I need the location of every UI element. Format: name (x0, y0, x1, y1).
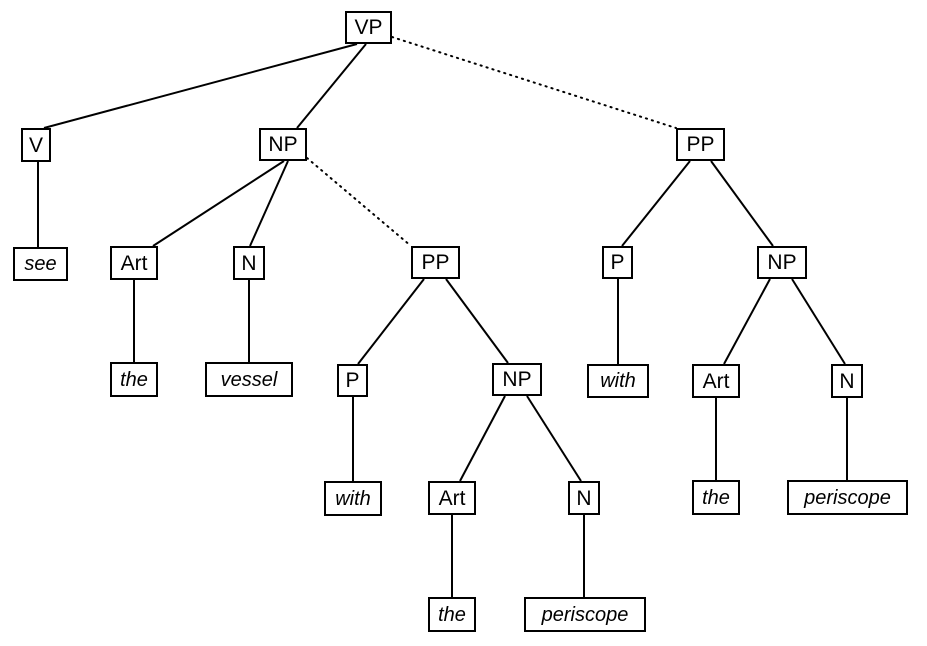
tree-node-with-mid: with (324, 481, 382, 516)
tree-edge-pp-right-to-np-right (710, 160, 774, 247)
tree-node-p-mid: P (337, 364, 368, 397)
tree-node-art-right: Art (692, 364, 740, 398)
tree-edge-np-mid-to-n-mid (526, 395, 582, 482)
tree-edge-pp-mid-to-np-mid (445, 278, 509, 364)
tree-edge-vp-to-pp-right (391, 36, 677, 129)
tree-edge-np-right-to-n-right (791, 278, 846, 365)
tree-node-np1: NP (259, 128, 307, 161)
tree-node-the-mid: the (428, 597, 476, 632)
tree-node-pp-mid: PP (411, 246, 460, 279)
tree-node-n-right: N (831, 364, 863, 398)
tree-node-the1: the (110, 362, 158, 397)
tree-edge-np1-to-n1 (249, 160, 289, 247)
tree-node-np-mid: NP (492, 363, 542, 396)
tree-node-np-right: NP (757, 246, 807, 279)
tree-node-the-right: the (692, 480, 740, 515)
tree-edge-vp-to-np1 (296, 43, 367, 129)
tree-edge-pp-right-to-p-right (621, 160, 691, 247)
tree-node-see: see (13, 247, 68, 281)
tree-node-vessel: vessel (205, 362, 293, 397)
tree-node-periscope-r: periscope (787, 480, 908, 515)
tree-edge-vp-to-v (43, 43, 358, 129)
tree-node-v: V (21, 128, 51, 162)
tree-edge-np-right-to-art-right (723, 278, 771, 365)
tree-node-pp-right: PP (676, 128, 725, 161)
tree-node-art-mid: Art (428, 481, 476, 515)
tree-node-periscope-m: periscope (524, 597, 646, 632)
tree-node-n-mid: N (568, 481, 600, 515)
tree-node-vp: VP (345, 11, 392, 44)
tree-edge-np1-to-art1 (152, 160, 285, 247)
tree-node-with-right: with (587, 364, 649, 398)
tree-node-n1: N (233, 246, 265, 280)
tree-edge-np-mid-to-art-mid (459, 395, 506, 482)
tree-node-art1: Art (110, 246, 158, 280)
tree-node-p-right: P (602, 246, 633, 279)
tree-edge-np1-to-pp-mid (306, 157, 412, 247)
tree-edge-pp-mid-to-p-mid (357, 278, 425, 365)
